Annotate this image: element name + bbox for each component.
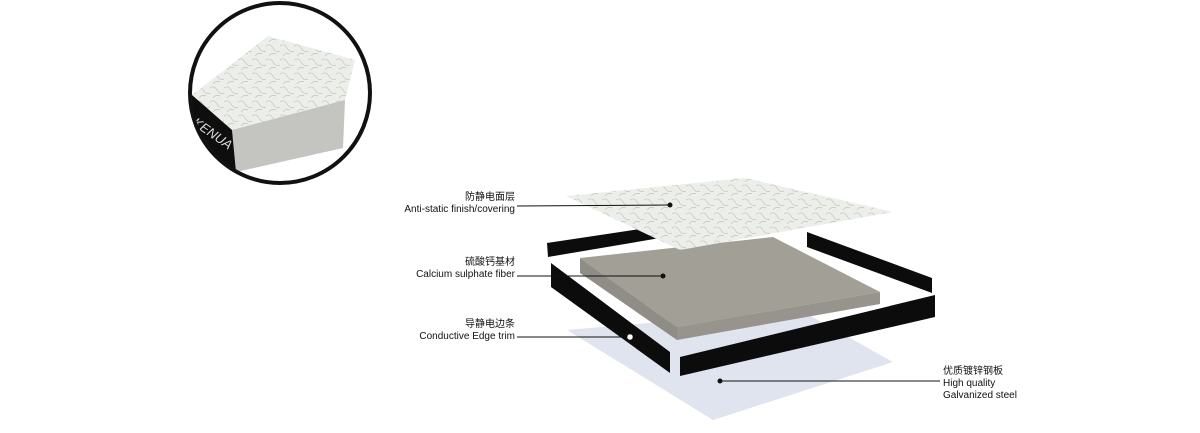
calcium-sulphate-core-top bbox=[580, 237, 880, 327]
leader-lines bbox=[516, 204, 940, 382]
label-finish: 防静电面层 Anti-static finish/covering bbox=[315, 192, 515, 216]
label-steel-en1: High quality bbox=[943, 378, 996, 389]
detail-magnifier: KENUA bbox=[188, 1, 372, 185]
label-core-en: Calcium sulphate fiber bbox=[416, 269, 515, 280]
label-steel-en2: Galvanized steel bbox=[943, 390, 1017, 401]
label-core-zh: 硫酸钙基材 bbox=[465, 257, 515, 268]
label-steel: 优质镀锌钢板 High quality Galvanized steel bbox=[943, 366, 1017, 402]
label-trim-en: Conductive Edge trim bbox=[419, 331, 515, 342]
label-trim: 导静电边条 Conductive Edge trim bbox=[315, 319, 515, 343]
label-steel-zh: 优质镀锌钢板 bbox=[943, 366, 1003, 377]
edge-trim-front-right bbox=[680, 295, 935, 376]
label-finish-zh: 防静电面层 bbox=[465, 192, 515, 203]
detail-top-surface bbox=[192, 36, 355, 130]
label-trim-zh: 导静电边条 bbox=[465, 319, 515, 330]
label-core: 硫酸钙基材 Calcium sulphate fiber bbox=[315, 257, 515, 281]
edge-trim-front-left bbox=[551, 263, 670, 373]
label-finish-en: Anti-static finish/covering bbox=[404, 204, 515, 215]
detail-side-surface bbox=[232, 100, 345, 172]
edge-trim-back-right bbox=[807, 232, 932, 293]
anti-static-finish-sheet bbox=[566, 178, 893, 250]
edge-trim-back-left bbox=[547, 229, 660, 257]
